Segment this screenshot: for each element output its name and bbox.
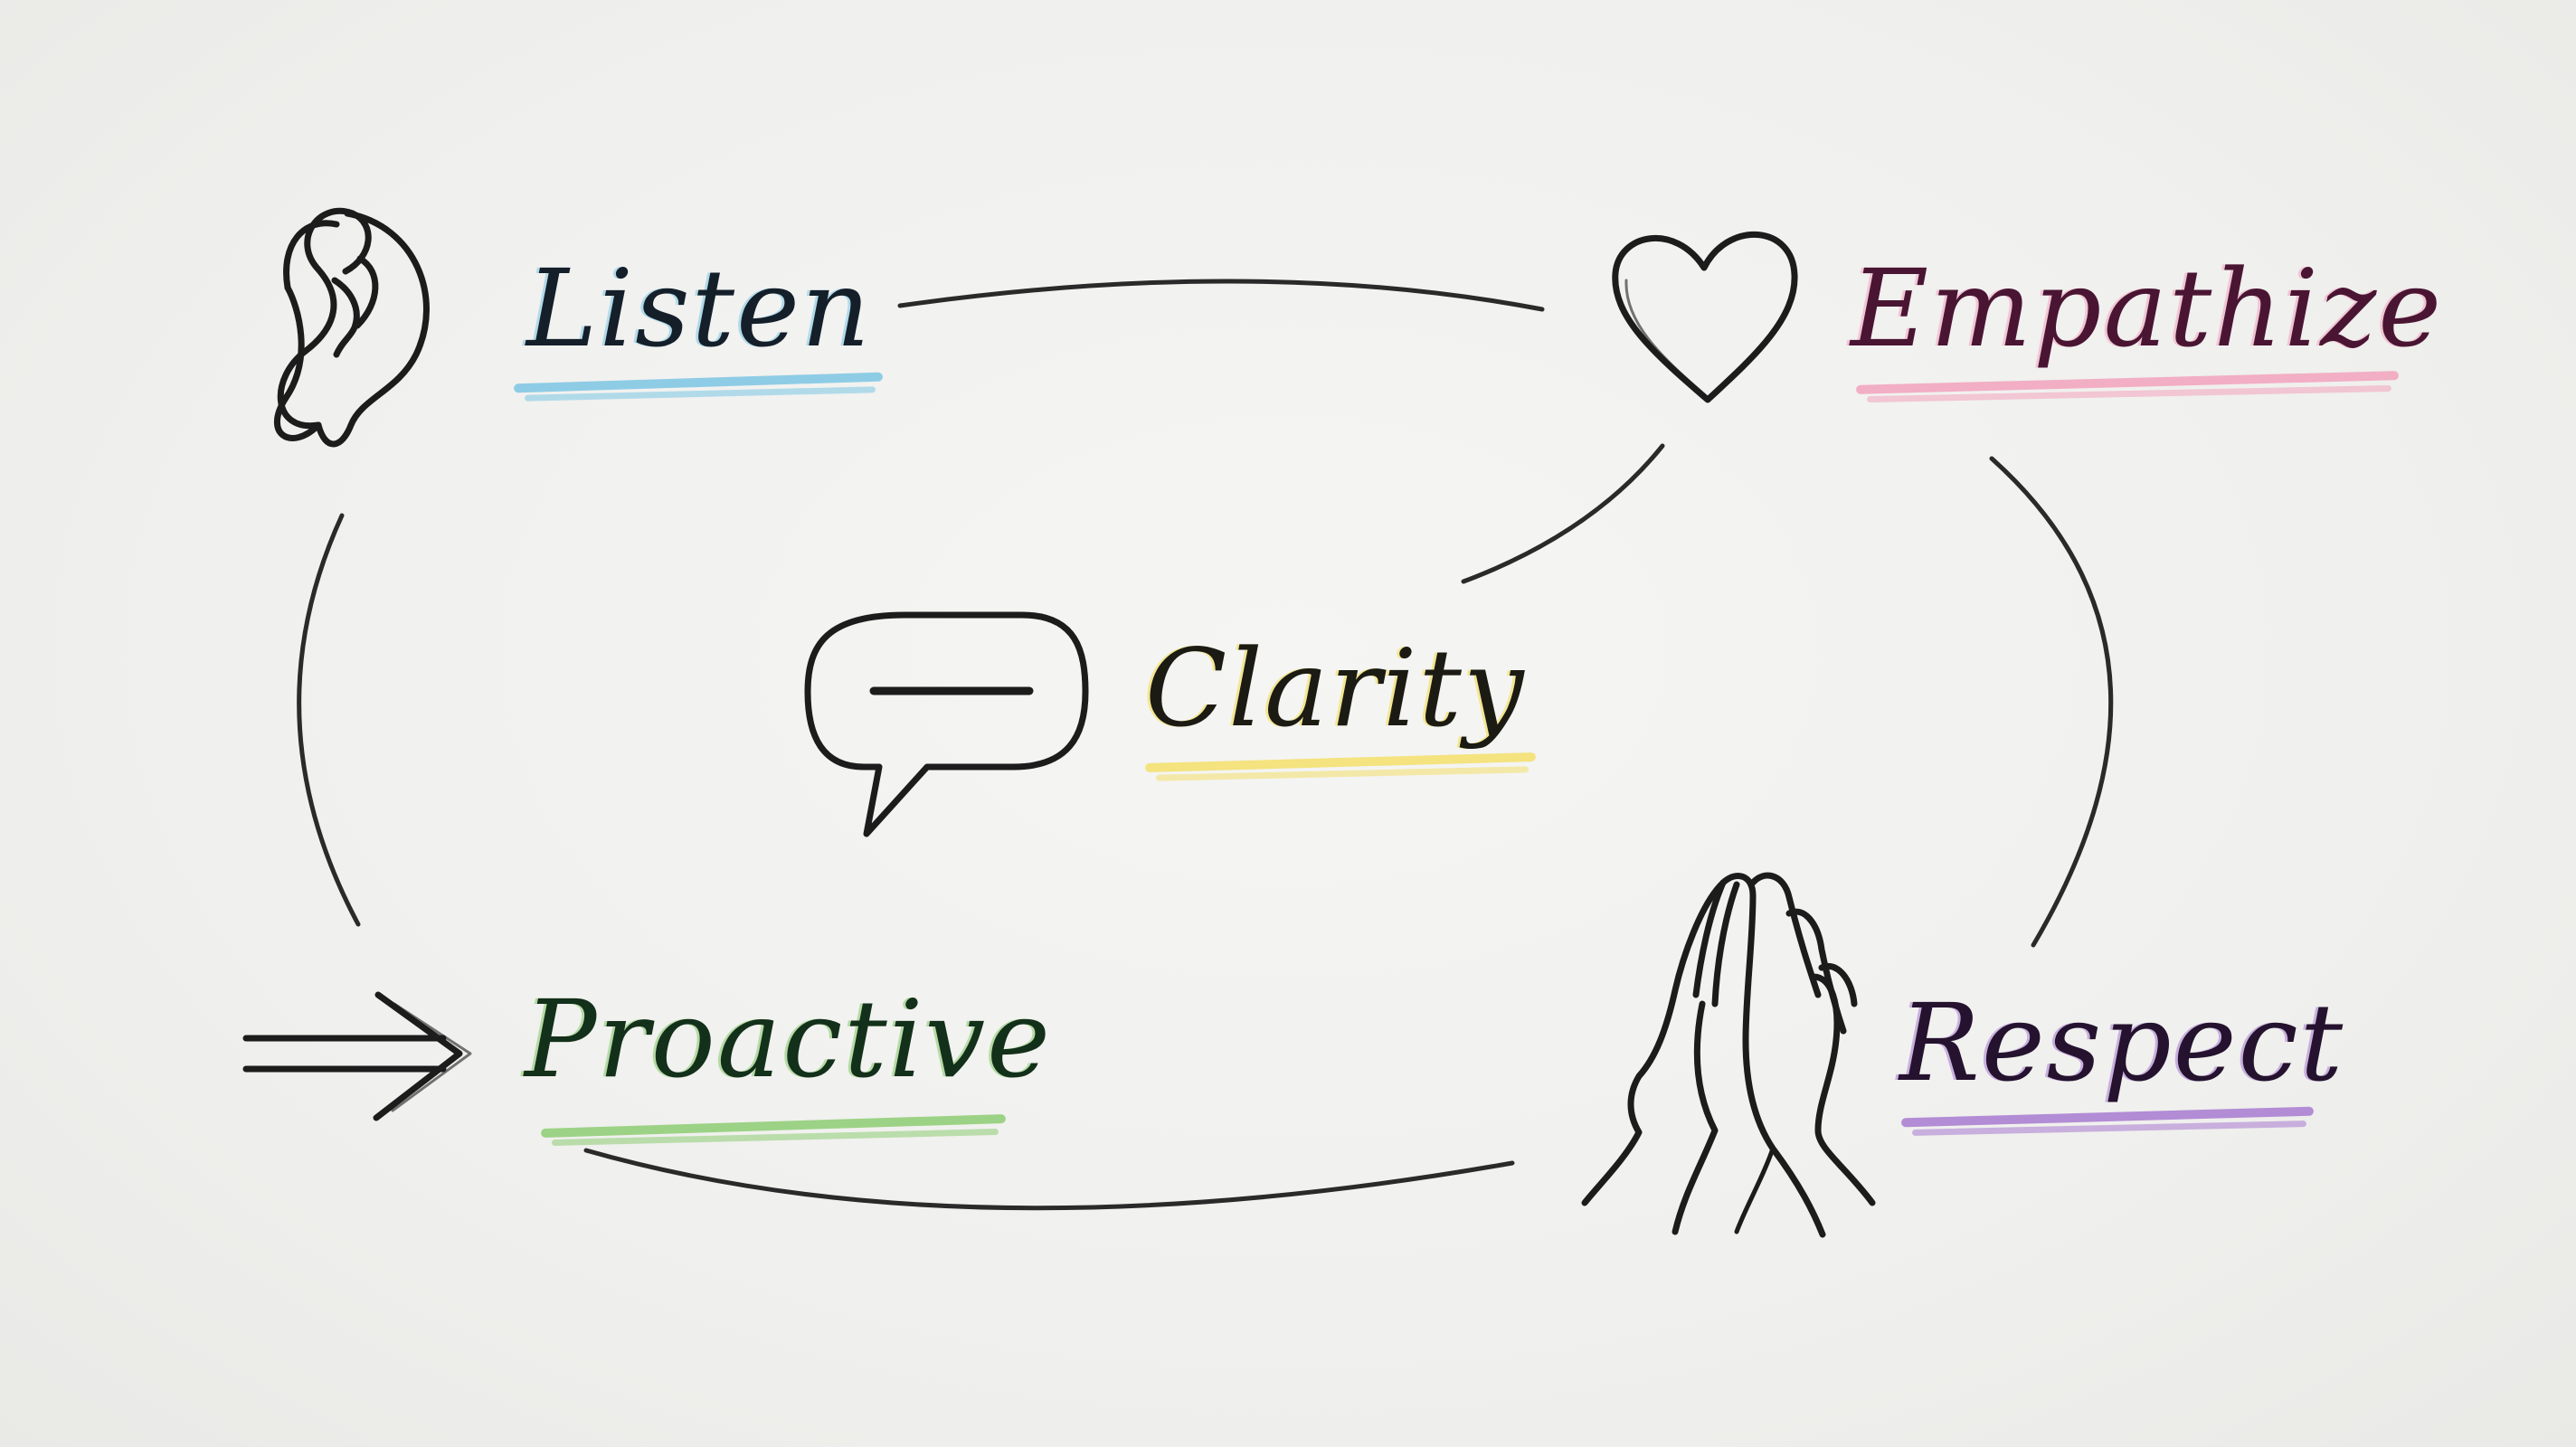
node-label-listen: Listen — [526, 246, 872, 371]
connector-empathize-respect — [1989, 456, 2114, 948]
praying-hands-icon — [1581, 872, 1876, 1238]
node-label-empathize: Empathize — [1851, 246, 2444, 371]
ear-icon — [273, 208, 430, 448]
speech-bubble-icon — [804, 611, 1089, 837]
connector-listen-proactive — [297, 513, 361, 927]
connector-proactive-respect — [583, 1148, 1515, 1211]
connector-empathize-clarity — [1461, 443, 1665, 584]
double-arrow-icon — [242, 991, 472, 1121]
heart-icon — [1612, 232, 1798, 403]
connector-listen-empathize — [897, 279, 1545, 312]
node-label-respect: Respect — [1899, 980, 2345, 1105]
node-label-clarity: Clarity — [1145, 626, 1526, 751]
node-label-proactive: Proactive — [525, 977, 1052, 1102]
